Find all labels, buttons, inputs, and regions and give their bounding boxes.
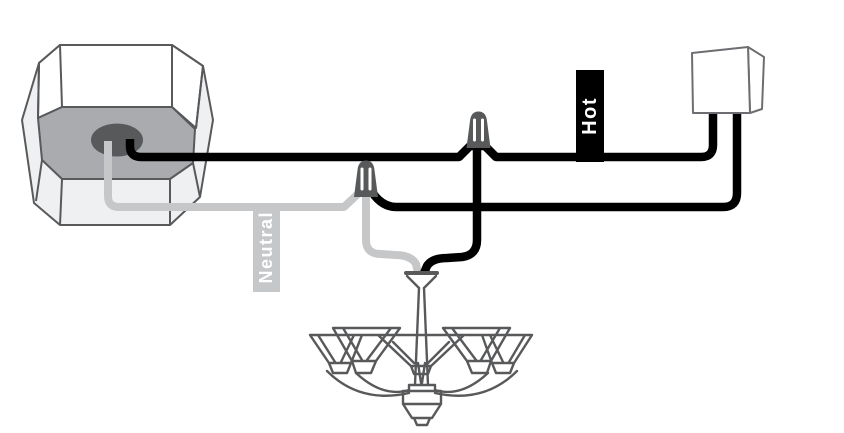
- shade-right-outer: [468, 333, 534, 375]
- switched-wire-drop: [420, 143, 482, 275]
- hot-label-text: Hot: [578, 97, 601, 135]
- neutral-label: Neutral: [253, 203, 280, 292]
- wire-nut-ribs: [360, 167, 372, 191]
- switch-box: [691, 46, 765, 114]
- switch-box-front-face: [691, 46, 751, 114]
- wire-nut-lower: [354, 160, 378, 197]
- wire-nuts: [354, 111, 491, 197]
- canopy-funnel: [405, 274, 438, 290]
- hot-wire: [125, 114, 742, 275]
- neutral-wire: [104, 141, 422, 274]
- shade-center: [370, 333, 472, 376]
- junction-box: [21, 44, 214, 226]
- neutral-wire-run: [104, 141, 363, 211]
- shade-left-outer: [308, 333, 374, 375]
- chandelier: [308, 271, 534, 427]
- finial: [401, 383, 443, 427]
- junction-box-edges: [35, 44, 204, 226]
- switched-wire-run: [368, 114, 742, 212]
- wire-nut-body: [354, 160, 378, 197]
- hot-wire-run: [125, 114, 718, 162]
- hot-label: Hot: [576, 70, 604, 162]
- neutral-label-text: Neutral: [256, 211, 276, 284]
- wire-nut-ribs: [473, 118, 484, 142]
- wire-nut-body: [466, 111, 491, 148]
- arms: [325, 369, 519, 397]
- stem: [413, 286, 430, 387]
- shade-left-inner: [331, 326, 402, 375]
- wire-nut-upper: [466, 111, 491, 148]
- neutral-wire-drop: [362, 192, 422, 274]
